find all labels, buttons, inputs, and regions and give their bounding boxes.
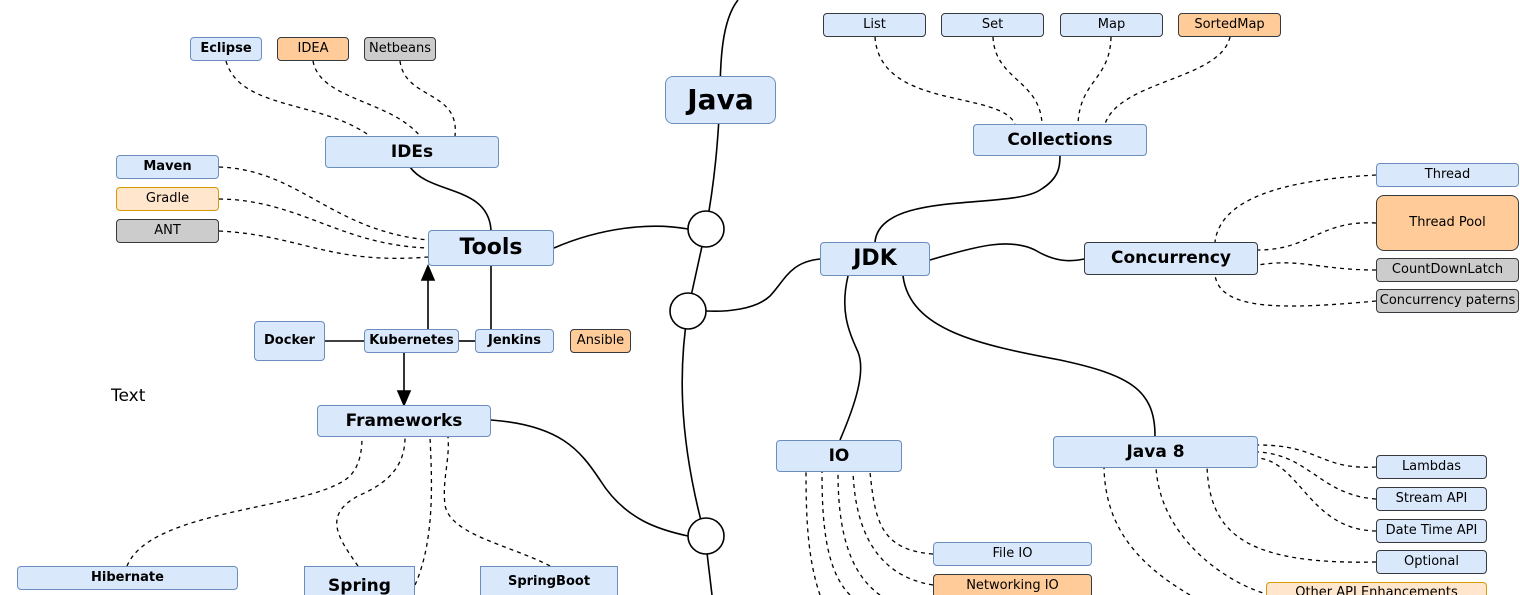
node-set[interactable]: Set	[941, 13, 1044, 37]
node-lambdas[interactable]: Lambdas	[1376, 455, 1487, 479]
node-jenkins[interactable]: Jenkins	[475, 329, 554, 353]
arrowhead-down	[396, 390, 412, 408]
node-jdk[interactable]: JDK	[820, 242, 930, 276]
node-collections[interactable]: Collections	[973, 124, 1147, 156]
node-ansible[interactable]: Ansible	[570, 329, 631, 353]
link-io-4	[821, 471, 851, 595]
link-maven-tools	[218, 166, 429, 241]
link-other-java8	[1155, 466, 1271, 595]
node-date-time-api[interactable]: Date Time API	[1376, 519, 1487, 543]
link-thread-concurrency	[1214, 174, 1377, 243]
node-sortedmap[interactable]: SortedMap	[1178, 13, 1281, 37]
link-set-collections	[992, 36, 1043, 125]
link-frameworks-junction	[490, 419, 689, 537]
node-docker[interactable]: Docker	[254, 321, 325, 361]
node-concurrency-patterns[interactable]: Concurrency paterns	[1376, 289, 1519, 313]
link-stream-java8	[1257, 451, 1377, 500]
link-gradle-tools	[218, 198, 429, 249]
node-eclipse[interactable]: Eclipse	[190, 37, 262, 61]
link-spring-frameworks	[336, 436, 406, 567]
node-idea[interactable]: IDEA	[277, 37, 349, 61]
free-text-label: Text	[111, 386, 146, 406]
node-other-api[interactable]: Other API Enhancements	[1266, 582, 1487, 595]
link-optional-java8	[1206, 466, 1377, 563]
node-stream-api[interactable]: Stream API	[1376, 487, 1487, 511]
link-jdk-junction	[705, 258, 821, 313]
junction-circle-jdk	[669, 292, 707, 330]
node-list[interactable]: List	[823, 13, 926, 37]
arrowhead-up	[420, 263, 436, 281]
node-netbeans[interactable]: Netbeans	[364, 37, 436, 61]
link-hibernate-frameworks	[126, 436, 363, 567]
link-lambdas-java8	[1257, 444, 1377, 468]
node-java8[interactable]: Java 8	[1053, 436, 1258, 468]
node-countdownlatch[interactable]: CountDownLatch	[1376, 258, 1519, 282]
spine-line	[681, 0, 739, 595]
link-eclipse-ides	[225, 60, 371, 137]
link-jdk-java8	[902, 275, 1156, 437]
link-jdk-collections	[874, 155, 1061, 243]
node-threadpool[interactable]: Thread Pool	[1376, 195, 1519, 251]
node-optional[interactable]: Optional	[1376, 550, 1487, 574]
link-spring2-frameworks	[414, 436, 433, 586]
link-sortedmap-collections	[1104, 36, 1231, 125]
node-frameworks[interactable]: Frameworks	[317, 405, 491, 437]
node-spring[interactable]: Spring	[304, 566, 415, 595]
node-io[interactable]: IO	[776, 440, 902, 472]
link-netbeans-ides	[399, 60, 456, 137]
link-tools-junction	[553, 225, 689, 249]
link-fileio-io	[869, 471, 934, 555]
link-list-collections	[874, 36, 1016, 125]
link-io-3	[837, 471, 881, 595]
link-patterns-concurrency	[1214, 274, 1377, 307]
node-maven[interactable]: Maven	[116, 155, 219, 179]
node-concurrency[interactable]: Concurrency	[1084, 242, 1258, 275]
link-map-collections	[1077, 36, 1112, 125]
node-ant[interactable]: ANT	[116, 219, 219, 243]
link-threadpool-concurrency	[1257, 222, 1377, 251]
node-map[interactable]: Map	[1060, 13, 1163, 37]
link-springboot-frameworks	[443, 436, 551, 567]
link-io-5	[805, 471, 821, 595]
link-idea-ides	[312, 60, 421, 137]
junction-circle-tools	[687, 210, 725, 248]
node-springboot[interactable]: SpringBoot	[480, 566, 618, 595]
node-java[interactable]: Java	[665, 76, 776, 124]
node-networking-io[interactable]: Networking IO	[933, 574, 1092, 595]
link-datetime-java8	[1257, 457, 1377, 532]
link-java8-6	[1103, 466, 1191, 595]
node-ides[interactable]: IDEs	[325, 136, 499, 168]
link-countdown-concurrency	[1257, 262, 1377, 271]
link-ant-tools	[218, 230, 429, 259]
link-jdk-concurrency	[929, 243, 1085, 262]
node-gradle[interactable]: Gradle	[116, 187, 219, 211]
node-hibernate[interactable]: Hibernate	[17, 566, 238, 590]
link-jdk-io	[839, 275, 862, 441]
junction-circle-frameworks	[687, 517, 725, 555]
link-netio-io	[852, 471, 934, 586]
node-kubernetes[interactable]: Kubernetes	[364, 329, 459, 353]
node-thread[interactable]: Thread	[1376, 163, 1519, 187]
node-file-io[interactable]: File IO	[933, 542, 1092, 566]
node-tools[interactable]: Tools	[428, 230, 554, 266]
link-ides-tools	[409, 166, 492, 231]
